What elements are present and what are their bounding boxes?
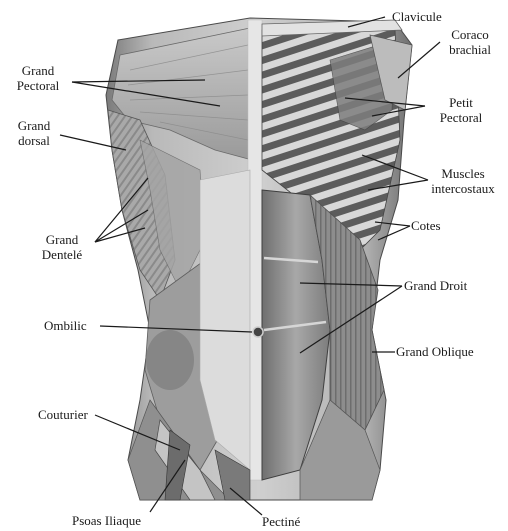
label-muscles-line1: Muscles [424, 166, 502, 181]
label-grand-dorsal: Grand dorsal [8, 118, 60, 148]
label-petit-pectoral-line2: Pectoral [428, 110, 494, 125]
label-muscles-line2: intercostaux [424, 181, 502, 196]
label-grand-dentele: Grand Dentelé [30, 232, 94, 262]
label-cotes: Cotes [411, 218, 441, 233]
label-psoas-iliaque: Psoas Iliaque [72, 513, 141, 528]
label-grand-oblique: Grand Oblique [396, 344, 474, 359]
label-couturier: Couturier [38, 407, 88, 422]
label-grand-pectoral-line2: Pectoral [8, 78, 68, 93]
label-grand-dorsal-line1: Grand [8, 118, 60, 133]
label-pectine: Pectiné [262, 514, 300, 529]
navel [253, 327, 263, 337]
label-grand-dorsal-line2: dorsal [8, 133, 60, 148]
label-muscles-intercostaux: Muscles intercostaux [424, 166, 502, 196]
label-grand-dentele-line2: Dentelé [30, 247, 94, 262]
label-petit-pectoral-line1: Petit [428, 95, 494, 110]
label-grand-dentele-line1: Grand [30, 232, 94, 247]
label-petit-pectoral: Petit Pectoral [428, 95, 494, 125]
label-ombilic: Ombilic [44, 318, 87, 333]
label-grand-pectoral-line1: Grand [8, 63, 68, 78]
label-grand-pectoral: Grand Pectoral [8, 63, 68, 93]
label-coraco-line1: Coraco [440, 27, 500, 42]
label-coraco-line2: brachial [440, 42, 500, 57]
label-coraco-brachial: Coraco brachial [440, 27, 500, 57]
label-grand-droit: Grand Droit [404, 278, 467, 293]
label-clavicule: Clavicule [392, 9, 442, 24]
